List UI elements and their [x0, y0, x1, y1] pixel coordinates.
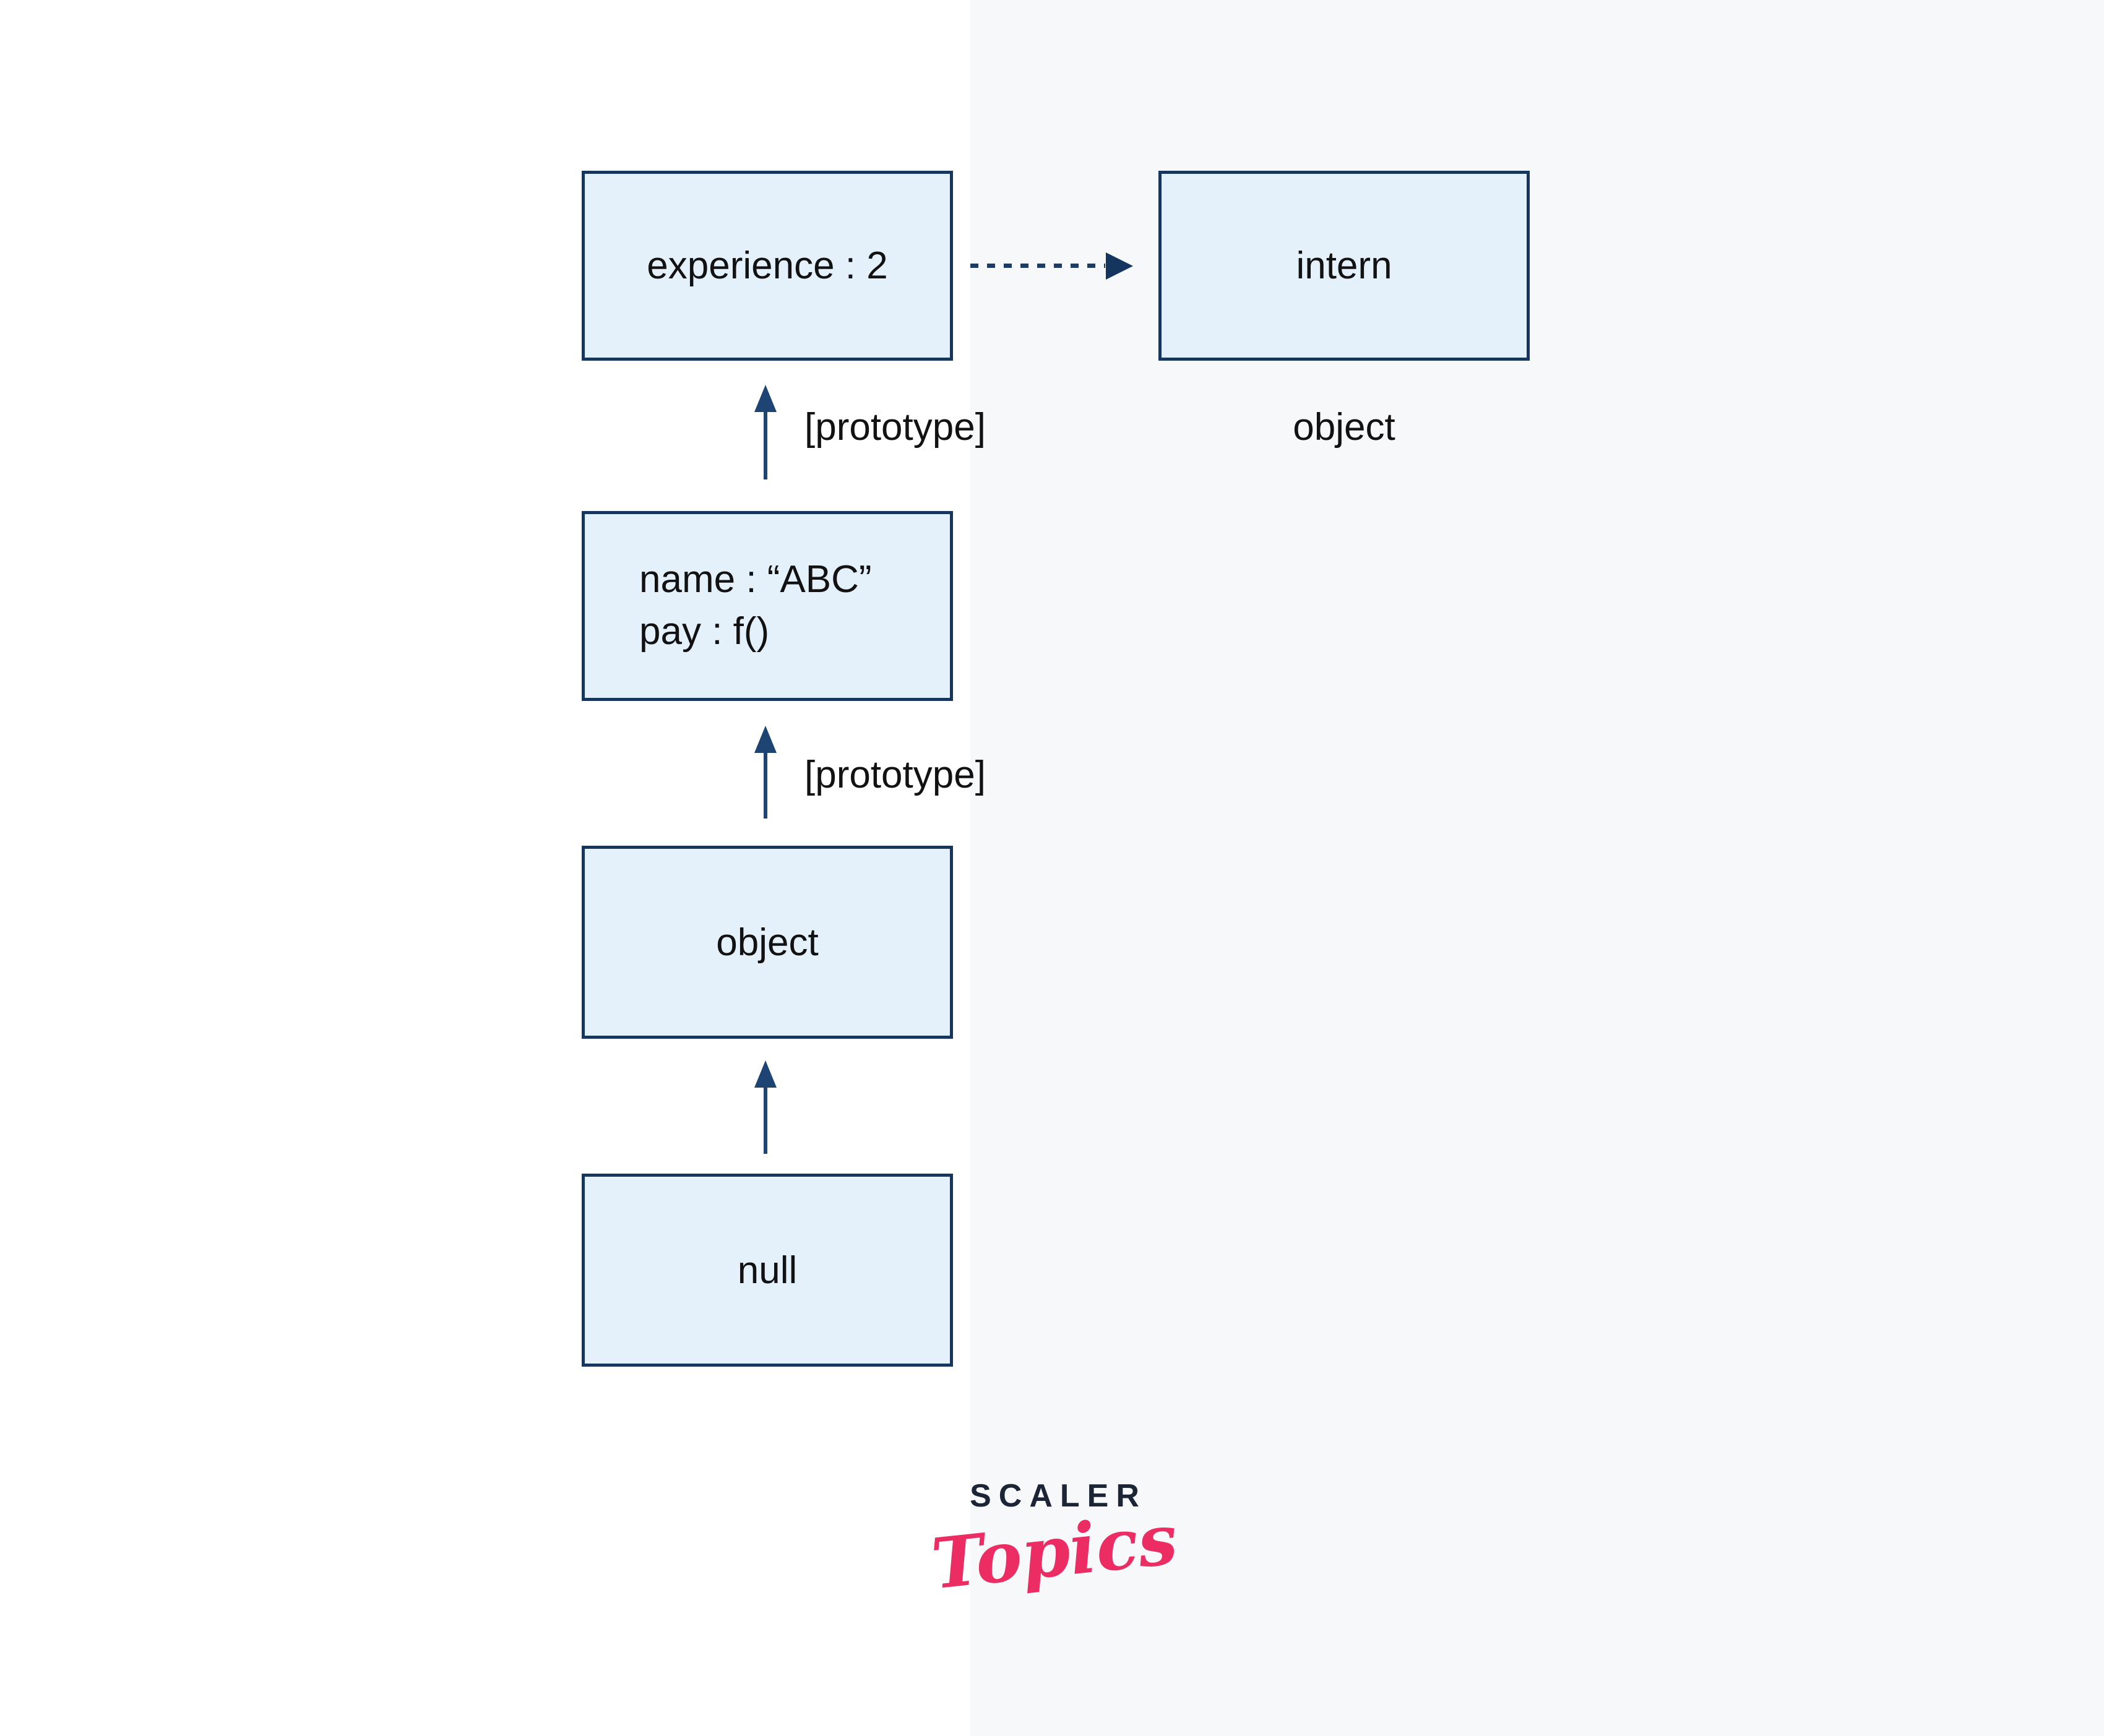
intern-caption: object — [1293, 406, 1395, 449]
prototype-arrow-1-line — [764, 408, 767, 479]
prototype-arrow-2-line — [764, 749, 767, 819]
scaler-topics-logo: SCALER Topics — [928, 1477, 1181, 1605]
employee-box-pay-line: pay : f() — [639, 610, 770, 653]
employee-box-name-line: name : “ABC” — [639, 558, 872, 601]
experience-box: experience : 2 — [582, 171, 953, 361]
prototype-arrow-1-head-icon — [754, 385, 777, 412]
intern-box-label: intern — [1296, 244, 1392, 287]
prototype-arrow-3-line — [764, 1084, 767, 1154]
background-shade — [970, 0, 2104, 1736]
logo-brand-text: SCALER — [970, 1478, 1147, 1514]
logo-sub-text: Topics — [928, 1498, 1181, 1605]
prototype-label-upper: [prototype] — [804, 406, 986, 449]
null-box-label: null — [737, 1248, 798, 1292]
object-box: object — [582, 846, 953, 1039]
object-box-label: object — [716, 921, 819, 964]
prototype-arrow-3-head-icon — [754, 1060, 777, 1088]
dashed-arrow-head-icon — [1106, 252, 1133, 280]
null-box: null — [582, 1174, 953, 1367]
employee-box: name : “ABC” pay : f() — [582, 511, 953, 701]
experience-box-label: experience : 2 — [647, 244, 888, 287]
prototype-arrow-2-head-icon — [754, 726, 777, 753]
dashed-arrow-line — [970, 264, 1105, 268]
prototype-label-lower: [prototype] — [804, 754, 986, 796]
intern-box: intern — [1158, 171, 1530, 361]
